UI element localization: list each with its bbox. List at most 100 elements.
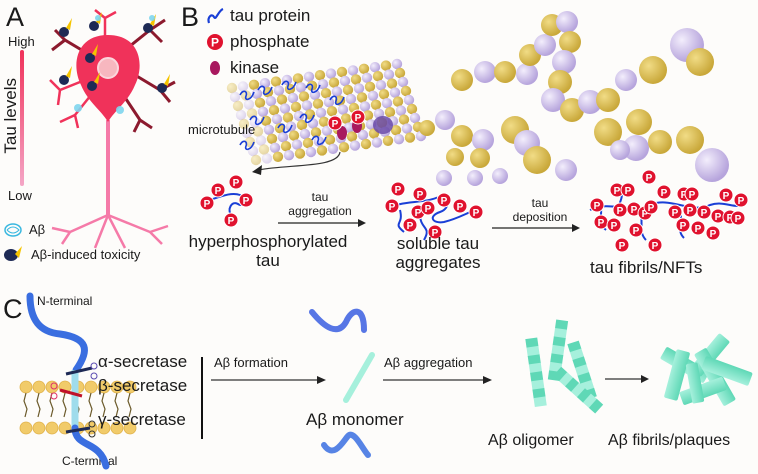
tubulin-dimer: [390, 125, 402, 136]
legend-tau-protein-label: tau protein: [230, 6, 311, 25]
tubulin-dimer: [398, 114, 410, 125]
tubulin-monomer: [541, 88, 565, 112]
abeta-strand-segment: [528, 362, 543, 374]
abeta-fibril: [664, 349, 690, 401]
neuron-illustration: [49, 9, 176, 249]
arrow-abeta-formation-label: Aβ formation: [214, 355, 288, 370]
abeta-strand-segment: [530, 371, 544, 382]
tubulin-monomer: [626, 109, 652, 135]
tubulin-dimer: [360, 138, 372, 150]
phosphate-glyph: P: [233, 178, 240, 189]
phosphate-glyph: P: [681, 190, 688, 201]
arrow-tau-deposition-label: tau deposition: [500, 196, 580, 224]
lipid-tail: [62, 392, 67, 418]
tubulin-dimer: [299, 128, 311, 140]
tau-protein-coil: [239, 90, 255, 101]
tubulin-dimer: [254, 97, 266, 109]
tau-protein-coil: [305, 83, 321, 94]
tubulin-monomer: [594, 118, 622, 146]
tubulin-monomer: [534, 34, 556, 56]
tau-levels-gradient-bar: [20, 50, 24, 186]
tubulin-dimer: [279, 103, 291, 114]
tubulin-monomer: [516, 63, 538, 85]
phosphate-glyph: P: [661, 188, 668, 199]
tubulin-dimer: [389, 87, 401, 98]
abeta-strand-segment: [553, 366, 568, 382]
abeta-monomer-illustration: [309, 308, 375, 458]
phosphate-glyph: P: [689, 190, 696, 201]
tubulin-monomer: [648, 130, 672, 154]
phosphate-glyph: P: [389, 202, 396, 213]
phosphate: [667, 204, 683, 220]
phosphate-glyph: P: [680, 221, 687, 232]
phosphate: [384, 198, 400, 214]
beta-secretase-scissors-icon: [50, 382, 83, 400]
tubulin-dimer: [317, 79, 329, 90]
phosphate-glyph: P: [646, 173, 653, 184]
tubulin-monomer: [610, 140, 630, 160]
tubulin-dimer: [243, 99, 255, 110]
phosphate: [733, 192, 749, 208]
tubulin-monomer: [446, 148, 464, 166]
phosphate-glyph: P: [228, 216, 235, 227]
lipid-head: [32, 380, 46, 394]
tubulin-monomer: [615, 69, 637, 91]
tau-protein-coil: [281, 80, 297, 91]
phosphate: [427, 224, 443, 240]
tubulin-dimer: [314, 70, 326, 81]
phosphate: [641, 169, 657, 185]
lipid-bilayer: [19, 380, 137, 435]
phosphate-glyph: P: [619, 241, 626, 252]
tubulin-dimer: [298, 91, 310, 102]
tau-protein-icon: [207, 7, 224, 24]
tubulin-dimer: [401, 123, 413, 134]
tubulin-monomer: [596, 88, 620, 112]
abeta-strand-segment: [588, 398, 604, 414]
abeta-strand-segment: [527, 354, 541, 365]
tubulin-dimer: [287, 92, 299, 104]
tubulin-monomer: [523, 146, 551, 174]
tubulin-dimer: [273, 85, 285, 96]
app-c-terminal-chain: [71, 424, 110, 470]
phosphate: [589, 197, 605, 213]
phosphate: [436, 192, 452, 208]
tubulin-dimer: [252, 126, 264, 137]
svg-text:P: P: [211, 36, 219, 50]
tau-protein-coil: [299, 113, 315, 124]
step-hyperphosphorylated-tau-label: hyperphosphorylated tau: [188, 232, 348, 270]
tubulin-dimer: [357, 129, 369, 141]
phosphate-glyph: P: [617, 206, 624, 217]
tubulin-dimer: [280, 141, 292, 152]
tubulin-dimer: [340, 113, 352, 124]
tubulin-dimer: [339, 75, 351, 87]
phosphate-glyph: P: [243, 196, 250, 207]
tubulin-dimer: [271, 114, 283, 125]
tubulin-dimer: [270, 76, 282, 87]
tubulin-dimer: [251, 88, 263, 100]
alpha-secretase-scissors-icon: [65, 362, 98, 380]
phosphate-glyph: P: [417, 190, 424, 201]
step-tau-fibrils-nfts-label: tau fibrils/NFTs: [590, 258, 703, 277]
tubulin-dimer: [282, 112, 294, 123]
dendrites-pink: [49, 9, 117, 129]
phosphate: [223, 212, 239, 228]
tau-scale-high-label: High: [8, 34, 35, 49]
tubulin-dimer: [250, 154, 262, 166]
phosphate-glyph: P: [633, 226, 640, 237]
tubulin-monomer: [492, 168, 508, 184]
tubulin-monomer: [695, 148, 729, 182]
phosphate: [327, 115, 343, 131]
arrow-tau-aggregation: [278, 219, 366, 227]
tubulin-dimer: [258, 144, 270, 155]
gamma-secretase-label: γ-secretase: [98, 410, 186, 429]
tubulin-dimer: [346, 131, 358, 142]
tubulin-dimer: [255, 135, 267, 146]
tubulin-dimer: [265, 96, 277, 107]
dissociation-arrow: [252, 151, 341, 175]
phosphate-glyph: P: [425, 204, 432, 215]
lipid-head: [19, 380, 33, 394]
lipid-tail: [101, 392, 106, 418]
legend-abeta: Aβ: [3, 222, 45, 237]
phosphate-glyph: P: [204, 199, 211, 210]
tubulin-dimer: [229, 91, 241, 103]
